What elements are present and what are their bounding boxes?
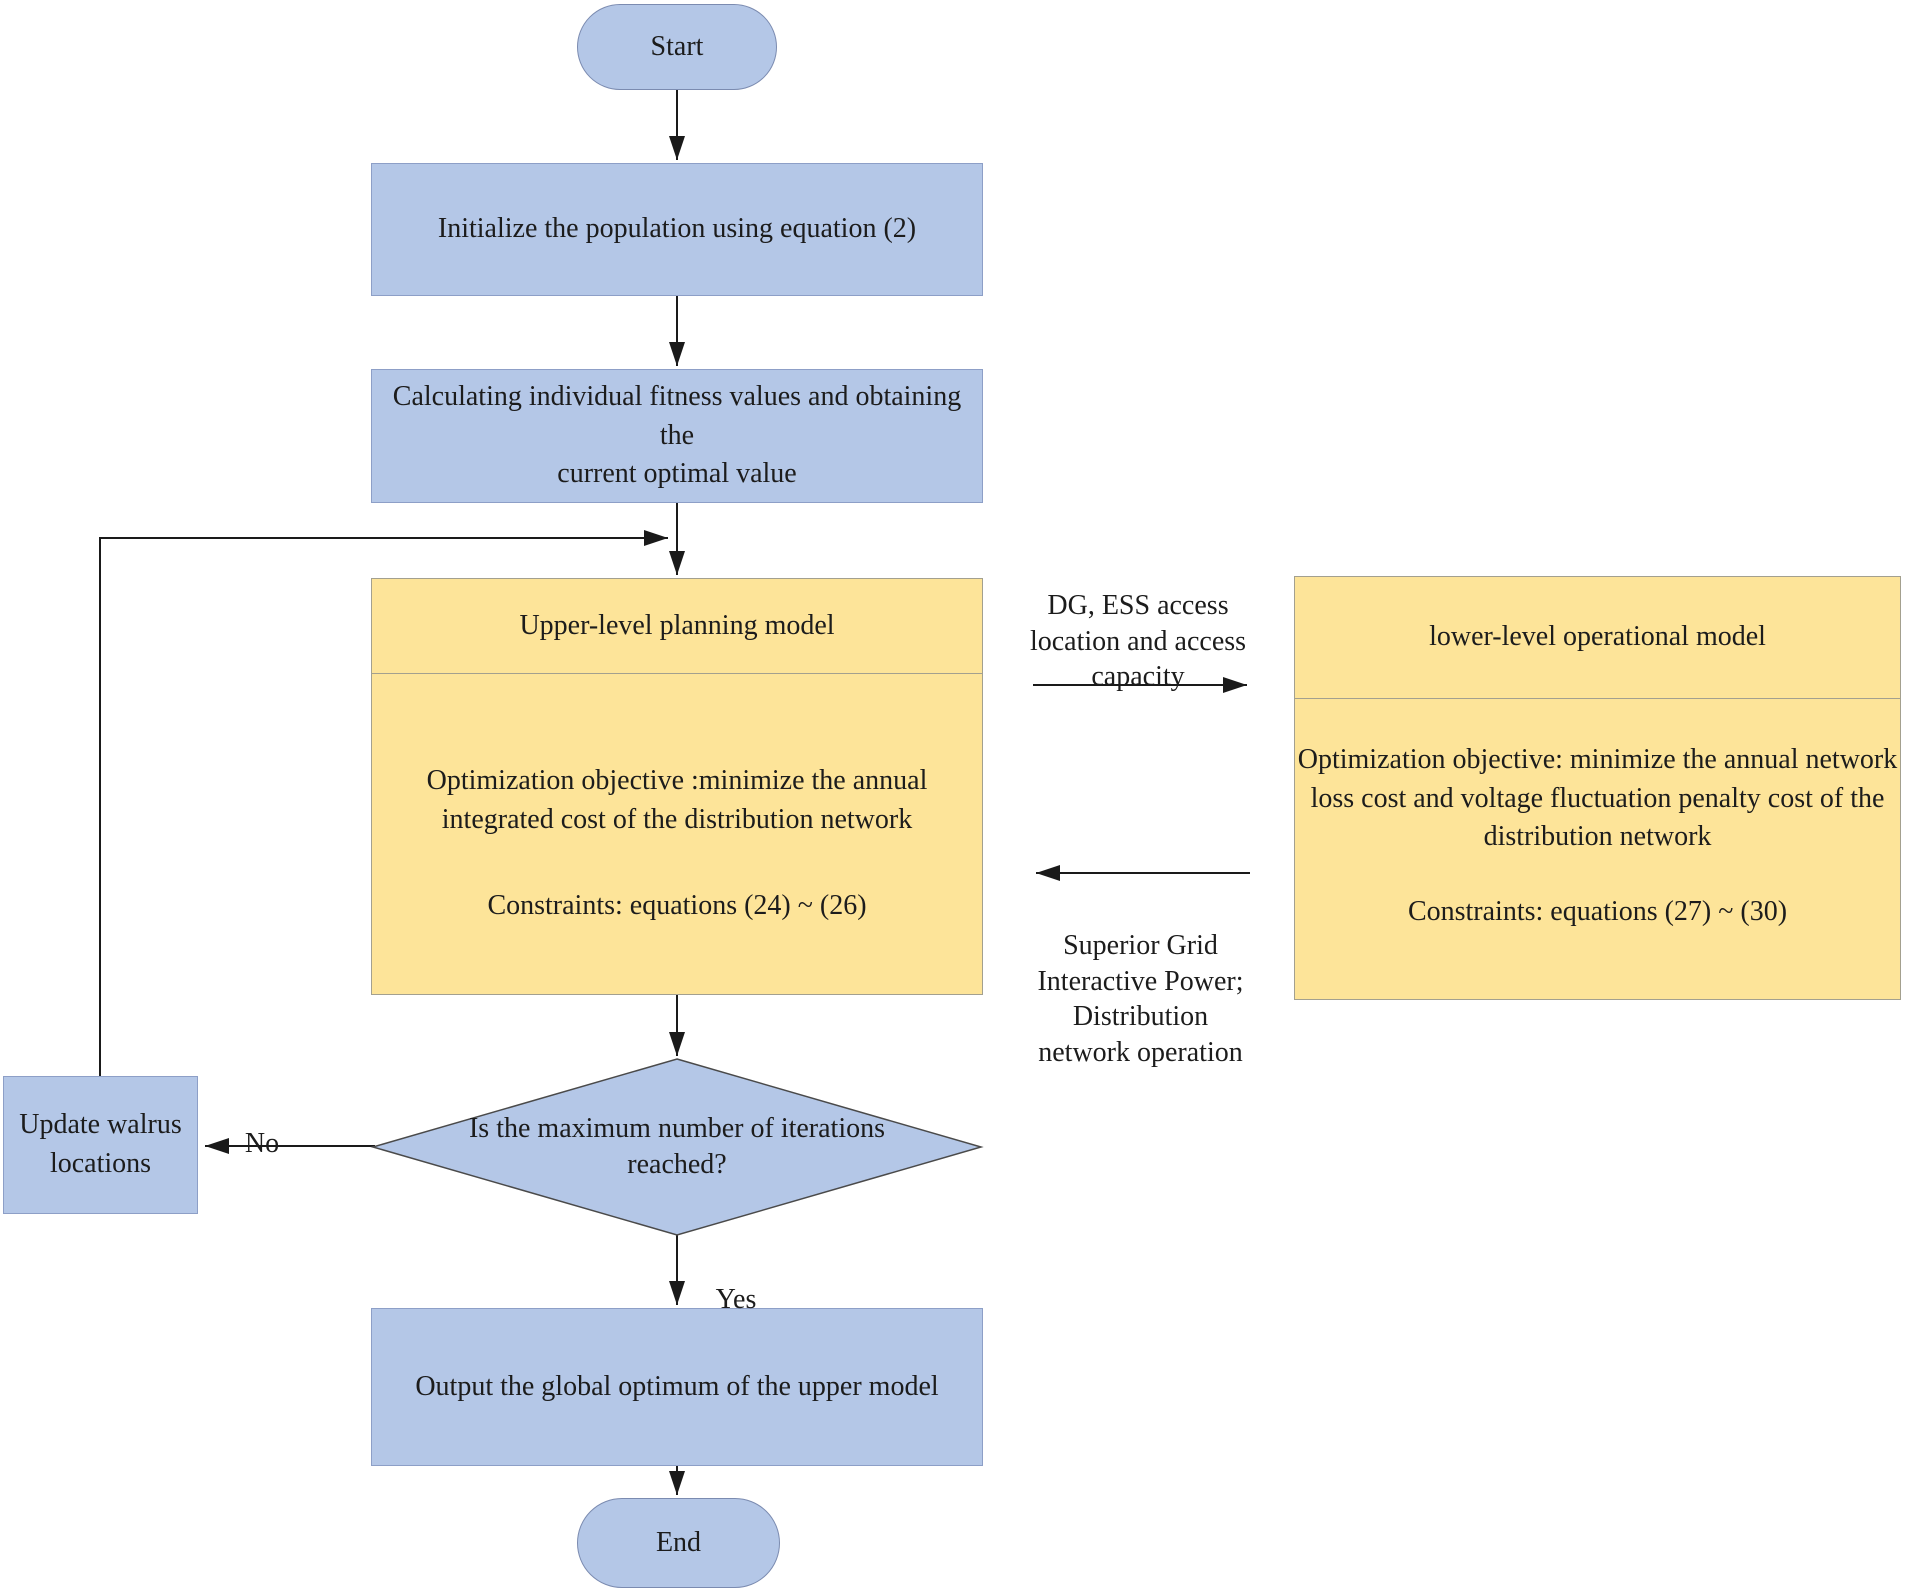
node-calculate-fitness: Calculating individual fitness values an… [371, 369, 983, 503]
label-lower-to-upper: Superior Grid Interactive Power; Distrib… [1037, 929, 1244, 1069]
decision-label: Is the maximum number of iterations reac… [468, 1112, 886, 1180]
end-label: End [655, 1526, 702, 1558]
edge-loop-update-to-main [99, 530, 668, 1076]
lower-model-objective: Optimization objective: minimize the ann… [1297, 744, 1898, 853]
output-label: Output the global optimum of the upper m… [415, 1370, 939, 1402]
decision-diamond-shape [370, 1058, 984, 1236]
lower-model-constraints: Constraints: equations (27) ~ (30) [1407, 895, 1788, 927]
upper-model-objective: Optimization objective :minimize the ann… [426, 765, 928, 835]
lower-model-body: Optimization objective: minimize the ann… [1295, 699, 1900, 932]
label-no: No [244, 1127, 280, 1159]
node-output-optimum: Output the global optimum of the upper m… [371, 1308, 983, 1466]
node-initialize-population: Initialize the population using equation… [371, 163, 983, 296]
update-walrus-label: Update walrus locations [19, 1109, 182, 1179]
upper-model-body: Optimization objective :minimize the ann… [372, 674, 982, 926]
lower-model-title: lower-level operational model [1295, 577, 1900, 699]
fitness-label: Calculating individual fitness values an… [392, 381, 962, 490]
node-start: Start [577, 4, 777, 90]
node-end: End [577, 1498, 780, 1588]
node-update-walrus: Update walrus locations [3, 1076, 198, 1214]
node-decision: Is the maximum number of iterations reac… [437, 1075, 917, 1219]
node-lower-level-model: lower-level operational model Optimizati… [1294, 576, 1901, 1000]
lower-model-title-label: lower-level operational model [1429, 621, 1766, 653]
upper-model-title: Upper-level planning model [372, 579, 982, 674]
upper-model-title-label: Upper-level planning model [519, 609, 835, 641]
node-upper-level-model: Upper-level planning model Optimization … [371, 578, 983, 995]
upper-model-constraints: Constraints: equations (24) ~ (26) [487, 890, 867, 922]
start-label: Start [650, 30, 704, 62]
initialize-label: Initialize the population using equation… [437, 213, 917, 245]
label-yes: Yes [715, 1283, 757, 1315]
label-upper-to-lower: DG, ESS access location and access capac… [1029, 589, 1247, 693]
